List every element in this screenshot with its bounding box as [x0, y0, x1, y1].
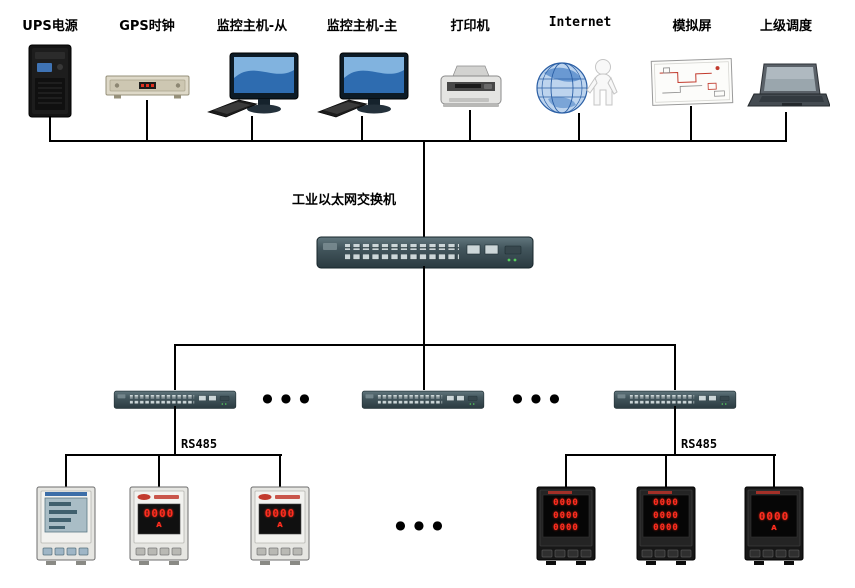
meter-display: 0000 — [758, 510, 790, 523]
gps-clock-icon — [105, 72, 190, 102]
ethernet-switch-icon — [361, 387, 485, 412]
distribution-bus-line — [174, 344, 676, 346]
connector-line — [174, 406, 176, 456]
connector-line — [578, 113, 580, 140]
internet-globe-icon — [536, 55, 624, 115]
monitor-computer-icon — [315, 52, 410, 118]
mimic-panel-icon — [650, 56, 734, 108]
device-label-monitor-master: 监控主机-主 — [326, 19, 398, 34]
connector-line — [469, 110, 471, 140]
power-meter-multifunction-icon: 0000 0000 0000 — [536, 486, 596, 566]
rs485-label-right: RS485 — [681, 437, 718, 451]
ellipsis-switches-left: ●●● — [262, 391, 318, 405]
device-label-printer: 打印机 — [450, 19, 490, 34]
meter-display: 0000 — [264, 507, 296, 520]
device-label-dispatch: 上级调度 — [759, 19, 813, 34]
laptop-icon — [744, 62, 831, 114]
connector-line — [785, 112, 787, 140]
rs485-bus-line-left — [65, 454, 282, 456]
meter-row: 0000 — [553, 498, 579, 508]
connector-line — [279, 454, 281, 488]
core-switch-label: 工业以太网交换机 — [291, 193, 397, 208]
device-label-mimic-panel: 模拟屏 — [672, 19, 712, 34]
meter-unit: A — [156, 521, 162, 529]
rs485-bus-line-right — [565, 454, 776, 456]
connector-line — [146, 100, 148, 140]
power-meter-icon: 0000 A — [129, 486, 189, 566]
power-meter-lcd-icon — [36, 486, 96, 566]
top-bus-line — [49, 140, 787, 142]
device-label-ups: UPS电源 — [22, 19, 78, 34]
connector-line — [665, 454, 667, 488]
connector-line — [674, 344, 676, 390]
power-meter-icon: 0000 A — [744, 486, 804, 566]
ups-tower-icon — [28, 44, 72, 120]
meter-row: 0000 — [553, 510, 579, 521]
ethernet-switch-icon — [315, 230, 535, 274]
printer-icon — [435, 60, 507, 112]
connector-line — [674, 406, 676, 456]
connector-line — [49, 116, 51, 140]
connector-line — [565, 454, 567, 488]
connector-line — [158, 454, 160, 488]
power-meter-multifunction-icon: 0000 0000 0000 — [636, 486, 696, 566]
meter-row: 0000 — [553, 523, 579, 533]
meter-display: 0000 — [143, 507, 175, 520]
meter-row: 0000 — [653, 523, 679, 533]
meter-unit: A — [277, 521, 283, 529]
meter-unit: A — [771, 524, 777, 532]
connector-line — [361, 116, 363, 140]
meter-display: 0000 0000 0000 — [543, 497, 589, 535]
connector-line — [423, 266, 425, 346]
meter-row: 0000 — [653, 498, 679, 508]
power-meter-icon: 0000 A — [250, 486, 310, 566]
meter-display: 0000 0000 0000 — [643, 497, 689, 535]
ellipsis-meters: ●●● — [395, 518, 451, 532]
connector-line — [423, 140, 425, 240]
connector-line — [773, 454, 775, 488]
monitor-computer-icon — [205, 52, 300, 118]
meter-row: 0000 — [653, 510, 679, 521]
ellipsis-switches-right: ●●● — [512, 391, 568, 405]
device-label-gps-clock: GPS时钟 — [119, 19, 175, 34]
device-label-monitor-slave: 监控主机-从 — [216, 19, 288, 34]
device-label-internet: Internet — [548, 15, 612, 30]
connector-line — [174, 344, 176, 390]
connector-line — [251, 116, 253, 140]
connector-line — [65, 454, 67, 488]
connector-line — [423, 344, 425, 390]
rs485-label-left: RS485 — [181, 437, 218, 451]
connector-line — [690, 106, 692, 140]
